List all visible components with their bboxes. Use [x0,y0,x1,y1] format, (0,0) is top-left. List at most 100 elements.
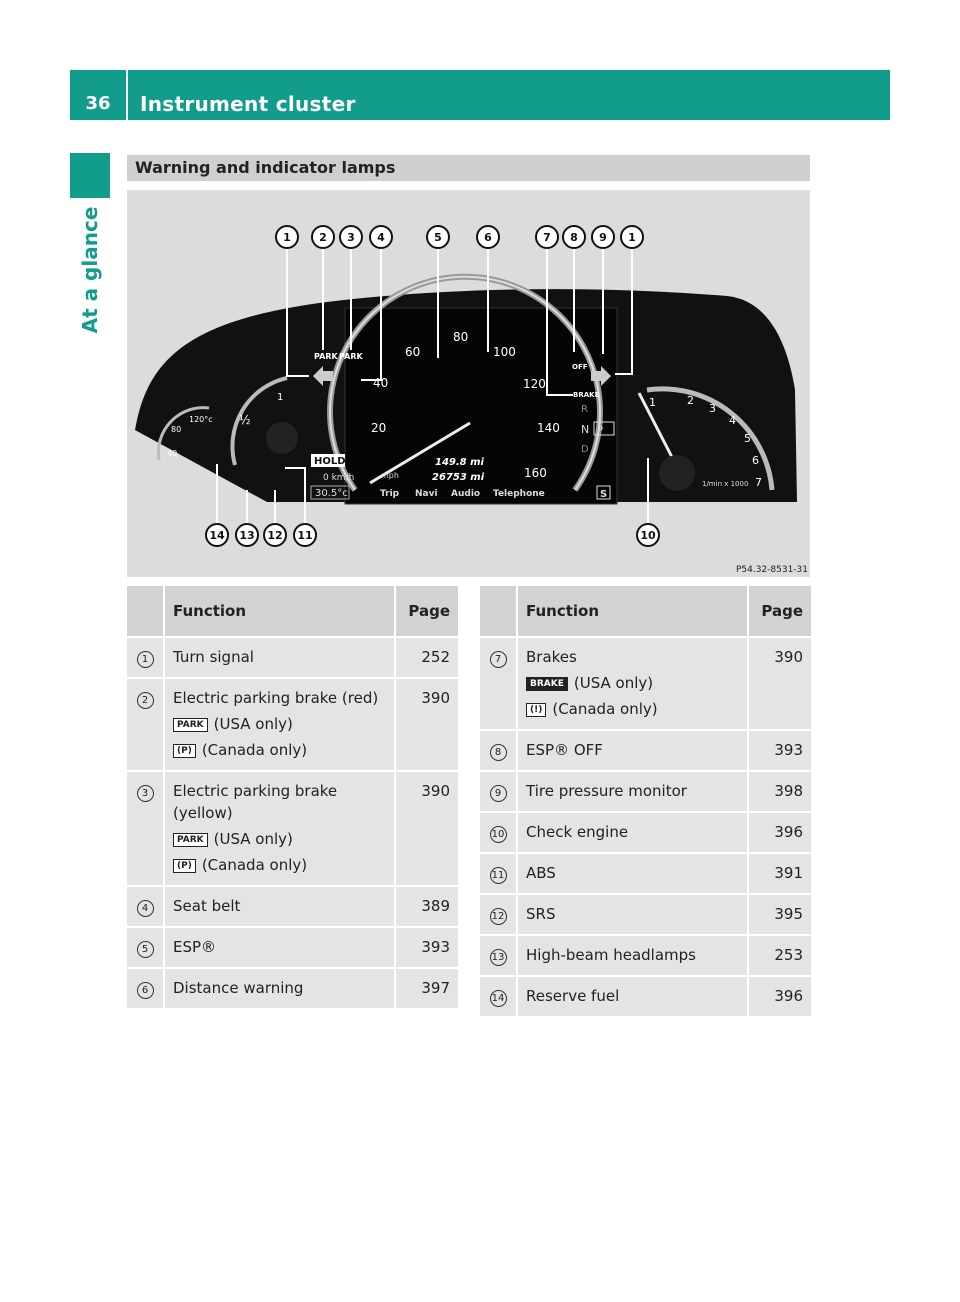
callout-bottom-2: 12 [263,523,287,547]
callout-circle [535,225,559,249]
gear-p-box [593,421,615,436]
row-function: ESP® [164,926,395,968]
row-page: 393 [394,926,458,968]
coolant-mark-80: 80 [171,425,181,434]
variant-text: (USA only) [213,715,293,733]
figure-reference: P54.32-8531-31 [735,565,808,575]
callout-circle [426,225,450,249]
callout-label: 14 [209,529,225,542]
function-name: Seat belt [173,897,241,915]
row-function: Turn signal [164,636,395,678]
turn-signal-right-icon [591,366,611,386]
row-page: 393 [747,729,811,771]
row-number: 13 [480,934,518,976]
park-yellow-label: PARK [339,352,363,361]
row-page: 396 [747,975,811,1016]
sidebar-label: At a glance [78,206,102,334]
row-number: 6 [127,967,165,1008]
callout-bottom-0: 14 [205,523,229,547]
callout-top-7: 8 [562,225,586,249]
lamp-symbol-icon: (!) [526,702,547,717]
variant-text: (USA only) [213,830,293,848]
rpm-needle [637,392,677,464]
esp-off-label: OFF [572,363,588,371]
speed-tick-140: 140 [537,421,560,435]
row-page: 390 [394,677,458,771]
page-header: 36 Instrument cluster [70,70,890,120]
variant-line: (!)(Canada only) [526,698,739,720]
callout-top-0: 1 [275,225,299,249]
gear-d: D [581,444,589,455]
col-header-num [480,586,518,638]
variant-text: (USA only) [573,674,654,692]
row-page: 389 [394,885,458,927]
coolant-mark-40: 40 [167,449,177,458]
function-name: High-beam headlamps [526,946,696,964]
row-page: 397 [394,967,458,1008]
callout-top-8: 9 [591,225,615,249]
page-title: Instrument cluster [140,92,356,116]
tach-unit: 1/min x 1000 [702,480,748,488]
gear-n: N [581,423,589,436]
callout-label: 1 [628,231,636,244]
header-divider [126,70,128,120]
fuel-mark-half: ½ [239,413,251,427]
callout-number: 7 [489,651,507,668]
row-number: 1 [127,636,165,678]
hold-label: HOLD [314,456,346,467]
callout-circle [562,225,586,249]
variant-text: (Canada only) [201,856,308,874]
row-number: 12 [480,893,518,935]
callout-label: 2 [319,231,327,244]
row-page: 252 [394,636,458,678]
callout-top-4: 5 [426,225,450,249]
callout-label: 13 [239,529,254,542]
callout-number: 13 [489,949,507,966]
odometer-readout: 26753 mi [432,472,485,483]
row-page: 391 [747,852,811,894]
fuel-mark-1: 1 [277,392,283,403]
callout-number: 1 [136,651,154,668]
tach-tick-4: 4 [729,414,736,427]
callout-number: 14 [489,990,507,1007]
page-number: 36 [85,93,111,114]
callout-number: 10 [489,826,507,843]
instrument-cluster-figure: 20 40 60 80 100 120 140 160 mph 0 km/h 1… [127,190,810,577]
callout-lines [216,247,649,525]
hold-badge [311,454,345,467]
function-name: Electric parking brake (red) [173,689,379,707]
callout-circle [636,523,660,547]
row-function: High-beam headlamps [517,934,748,976]
variant-line: BRAKE(USA only) [526,672,739,694]
row-number: 8 [480,729,518,771]
tach-tick-3: 3 [709,402,716,415]
row-function: Reserve fuel [517,975,748,1016]
table-row: 4 Seat belt 389 [127,885,458,927]
row-number: 14 [480,975,518,1016]
callout-circle [620,225,644,249]
section-title: Warning and indicator lamps [135,158,396,177]
col-header-function: Function [164,586,395,638]
menu-telephone: Telephone [493,489,545,499]
callout-bottom-4: 10 [636,523,660,547]
callout-label: 6 [484,231,492,244]
row-function: Electric parking brake (yellow)PARK(USA … [164,770,395,886]
tach-hub [659,455,695,491]
speed-unit: mph [381,471,399,480]
callout-label: 10 [640,529,656,542]
speed-tick-160: 160 [524,466,547,480]
tach-tick-2: 2 [687,394,694,407]
function-name: ESP® OFF [526,741,603,759]
tach-tick-7: 7 [755,476,762,489]
callout-number: 9 [489,785,507,802]
variant-line: PARK(USA only) [173,828,386,850]
callout-circle [369,225,393,249]
speed-tick-100: 100 [493,345,516,359]
callout-number: 4 [136,900,154,917]
